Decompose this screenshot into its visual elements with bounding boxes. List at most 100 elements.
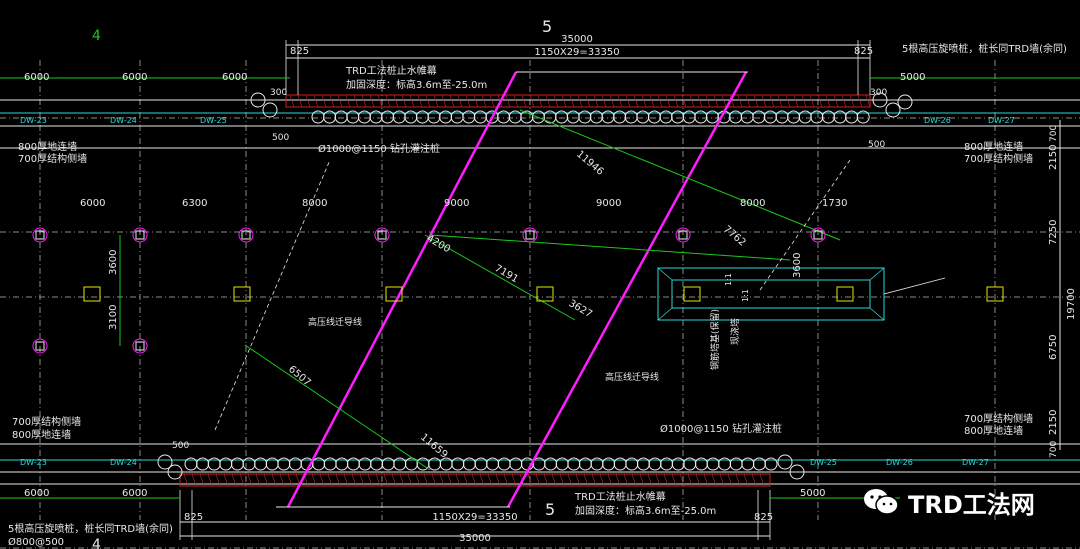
hatch <box>393 94 399 108</box>
hatch <box>607 473 613 487</box>
hatch <box>433 94 439 108</box>
dim-6300: 6300 <box>182 198 207 209</box>
hatch <box>385 94 391 108</box>
trd-depth-top: 加固深度：标高3.6m至-25.0m <box>346 78 487 91</box>
diag-aux <box>759 159 851 291</box>
wall-tag: DW-25 <box>810 458 837 467</box>
hatch <box>545 94 551 108</box>
hatch <box>753 94 759 108</box>
wechat-logo-icon <box>864 489 899 515</box>
grid-5-top: 5 <box>542 17 552 36</box>
hatch <box>769 94 775 108</box>
hatch <box>215 473 221 487</box>
column-core <box>525 230 535 240</box>
hatch <box>327 473 333 487</box>
slope: 1:1 <box>741 289 750 302</box>
watermark: TRD工法网 <box>862 482 1035 522</box>
bot-trd-hatch <box>179 473 771 487</box>
watermark-text: TRD工法网 <box>908 490 1035 519</box>
hatch <box>649 94 655 108</box>
hatch <box>591 473 597 487</box>
dim-span-bot: 1150X29=33350 <box>432 512 517 523</box>
column-square <box>836 286 854 302</box>
hatch <box>745 94 751 108</box>
hatch <box>577 94 583 108</box>
wall700-top-r: 700厚结构侧墙 <box>964 152 1033 165</box>
hatch <box>735 473 741 487</box>
hatch <box>313 94 319 108</box>
hatch <box>721 94 727 108</box>
hatch <box>255 473 261 487</box>
hatch <box>631 473 637 487</box>
dim-19700: 19700 <box>1066 288 1077 320</box>
hatch <box>543 473 549 487</box>
hatch <box>247 473 253 487</box>
hatch <box>697 94 703 108</box>
hatch <box>679 473 685 487</box>
jet-note-bot: 5根高压旋喷桩，桩长同TRD墙(余同) <box>8 522 173 535</box>
wall-tag: DW-25 <box>200 116 227 125</box>
column-ring <box>32 227 48 243</box>
dim-300: 300 <box>870 88 887 98</box>
pile-label-bot: Ø1000@1150 钻孔灌注桩 <box>660 422 782 435</box>
column-core <box>135 341 145 351</box>
hatch <box>455 473 461 487</box>
dim-500: 500 <box>272 133 289 143</box>
grid-4-bot: 4 <box>92 537 101 549</box>
hatch <box>409 94 415 108</box>
hatch <box>617 94 623 108</box>
tower-corner <box>869 267 885 281</box>
hatch <box>489 94 495 108</box>
hatch <box>673 94 679 108</box>
dim-700: 700 <box>1049 441 1059 458</box>
wall-tag: DW-24 <box>110 458 137 467</box>
tower-base-outer <box>657 267 885 321</box>
hatch <box>479 473 485 487</box>
hatch <box>751 473 757 487</box>
dim-3600-r: 3600 <box>792 253 803 278</box>
hatch <box>625 94 631 108</box>
dim-500: 500 <box>172 441 189 451</box>
hatch <box>609 94 615 108</box>
hatch <box>231 473 237 487</box>
dim-6000: 6000 <box>222 72 247 83</box>
column-core <box>135 230 145 240</box>
dim-6000: 6000 <box>122 488 147 499</box>
hatch <box>353 94 359 108</box>
hatch <box>567 473 573 487</box>
hatch <box>793 94 799 108</box>
dim-7250: 7250 <box>1048 220 1059 245</box>
hatch <box>415 473 421 487</box>
hatch <box>369 94 375 108</box>
trd-depth-bot: 加固深度：标高3.6m至-25.0m <box>575 504 716 517</box>
hatch <box>305 94 311 108</box>
bot-pile <box>764 457 778 471</box>
wall800-top-r: 800厚地连墙 <box>964 140 1023 153</box>
dim-35000-top: 35000 <box>561 34 593 45</box>
jet-pile <box>167 464 183 480</box>
column-ring <box>132 338 148 354</box>
dim-500: 500 <box>868 140 885 150</box>
hatch <box>809 94 815 108</box>
hatch <box>239 473 245 487</box>
hatch <box>583 473 589 487</box>
tower-base-inner <box>671 279 871 309</box>
diag-dim <box>424 234 576 321</box>
wall-tag: DW-23 <box>20 458 47 467</box>
column-core <box>813 230 823 240</box>
hatch <box>719 473 725 487</box>
hatch <box>599 473 605 487</box>
hatch <box>729 94 735 108</box>
dim-1730: 1730 <box>822 198 847 209</box>
dim-9000: 9000 <box>596 198 621 209</box>
hatch <box>271 473 277 487</box>
hatch <box>743 473 749 487</box>
hatch <box>529 94 535 108</box>
hatch <box>359 473 365 487</box>
hatch <box>553 94 559 108</box>
dim-6000: 6000 <box>122 72 147 83</box>
hatch <box>713 94 719 108</box>
dim-2150: 2150 <box>1048 145 1059 170</box>
dim-span-top: 1150X29=33350 <box>534 47 619 58</box>
